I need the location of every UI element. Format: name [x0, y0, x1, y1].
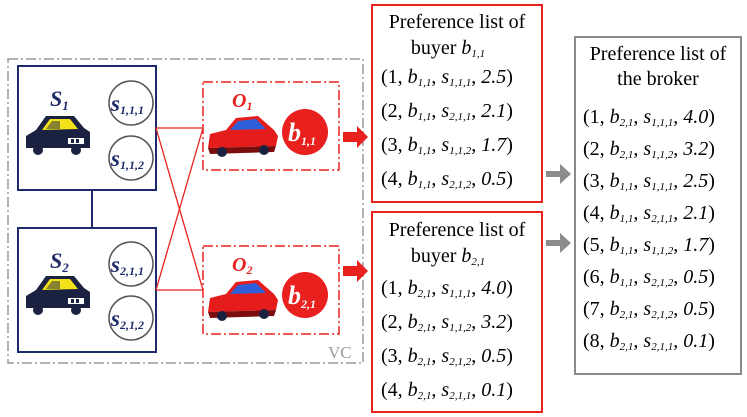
sub-seller-circle — [108, 135, 154, 181]
broker-list-title-2: the broker — [617, 68, 699, 90]
sub-seller-circle — [108, 241, 154, 287]
buyer-2-list-entries: (1, b2,1, s1,1,1, 4.0) (2, b2,1, s1,1,2, … — [381, 277, 513, 402]
preference-entry: (2, b2,1, s1,1,2, 3.2) — [583, 138, 715, 161]
seller-buyer-links — [155, 127, 204, 291]
sub-seller-circle — [108, 80, 154, 126]
preference-entry: (1, b2,1, s1,1,1, 4.0) — [381, 277, 513, 300]
vc-boundary — [7, 58, 364, 364]
broker-list-box — [574, 36, 742, 375]
sub-seller-label-112: s1,1,2 — [110, 146, 144, 172]
preference-entry: (5, b1,1, s1,1,2, 1.7) — [583, 234, 715, 257]
buyer-1-list-box — [371, 4, 543, 203]
buyer-b11-circle — [282, 109, 328, 155]
buyer-b21-circle — [282, 272, 328, 318]
preference-entry: (2, b2,1, s1,1,2, 3.2) — [381, 311, 513, 334]
preference-entry: (1, b1,1, s1,1,1, 2.5) — [381, 66, 513, 89]
broker-list-entries: (1, b2,1, s1,1,1, 4.0) (2, b2,1, s1,1,2, … — [583, 106, 715, 353]
arrow-right-icon — [343, 260, 368, 282]
preference-entry: (3, b1,1, s1,1,1, 2.5) — [583, 170, 715, 193]
preference-entry: (4, b1,1, s2,1,2, 0.5) — [381, 168, 513, 191]
buyer-1-list-title-1: Preference list of — [389, 11, 526, 33]
buyer-o2-label: O2 — [232, 254, 252, 277]
arrow-right-icon — [343, 126, 368, 148]
preference-entry: (8, b2,1, s2,1,1, 0.1) — [583, 330, 715, 353]
sub-seller-label-111: s1,1,1 — [110, 91, 144, 117]
sub-seller-circle — [108, 295, 154, 341]
vc-label: VC — [328, 343, 352, 362]
preference-entry: (7, b2,1, s2,1,2, 0.5) — [583, 298, 715, 321]
preference-entry: (6, b1,1, s2,1,2, 0.5) — [583, 266, 715, 289]
preference-entry: (2, b1,1, s2,1,1, 2.1) — [381, 100, 513, 123]
preference-entry: (1, b2,1, s1,1,1, 4.0) — [583, 106, 715, 129]
preference-entry: (3, b1,1, s1,1,2, 1.7) — [381, 134, 513, 157]
preference-entry: (4, b2,1, s2,1,1, 0.1) — [381, 379, 513, 402]
sub-seller-label-212: s2,1,2 — [110, 306, 144, 332]
buyer-b21-label: b2,1 — [288, 281, 316, 311]
broker-list-title-1: Preference list of — [590, 43, 727, 65]
sub-seller-label-211: s2,1,1 — [110, 252, 144, 278]
buyer-2-list-title-1: Preference list of — [389, 219, 526, 241]
seller-1-label: S1 — [50, 86, 69, 113]
buyer-b11-label: b1,1 — [288, 118, 316, 148]
preference-entry: (3, b2,1, s2,1,2, 0.5) — [381, 345, 513, 368]
buyer-o1-label: O1 — [232, 90, 252, 113]
buyer-2-list-box — [371, 211, 543, 413]
seller-2-label: S2 — [50, 248, 69, 275]
preference-entry: (4, b1,1, s2,1,1, 2.1) — [583, 202, 715, 225]
gray-arrow-icon — [546, 164, 571, 184]
gray-arrow-icon — [546, 233, 571, 253]
buyer-1-list-entries: (1, b1,1, s1,1,1, 2.5) (2, b1,1, s2,1,1, … — [381, 66, 513, 191]
